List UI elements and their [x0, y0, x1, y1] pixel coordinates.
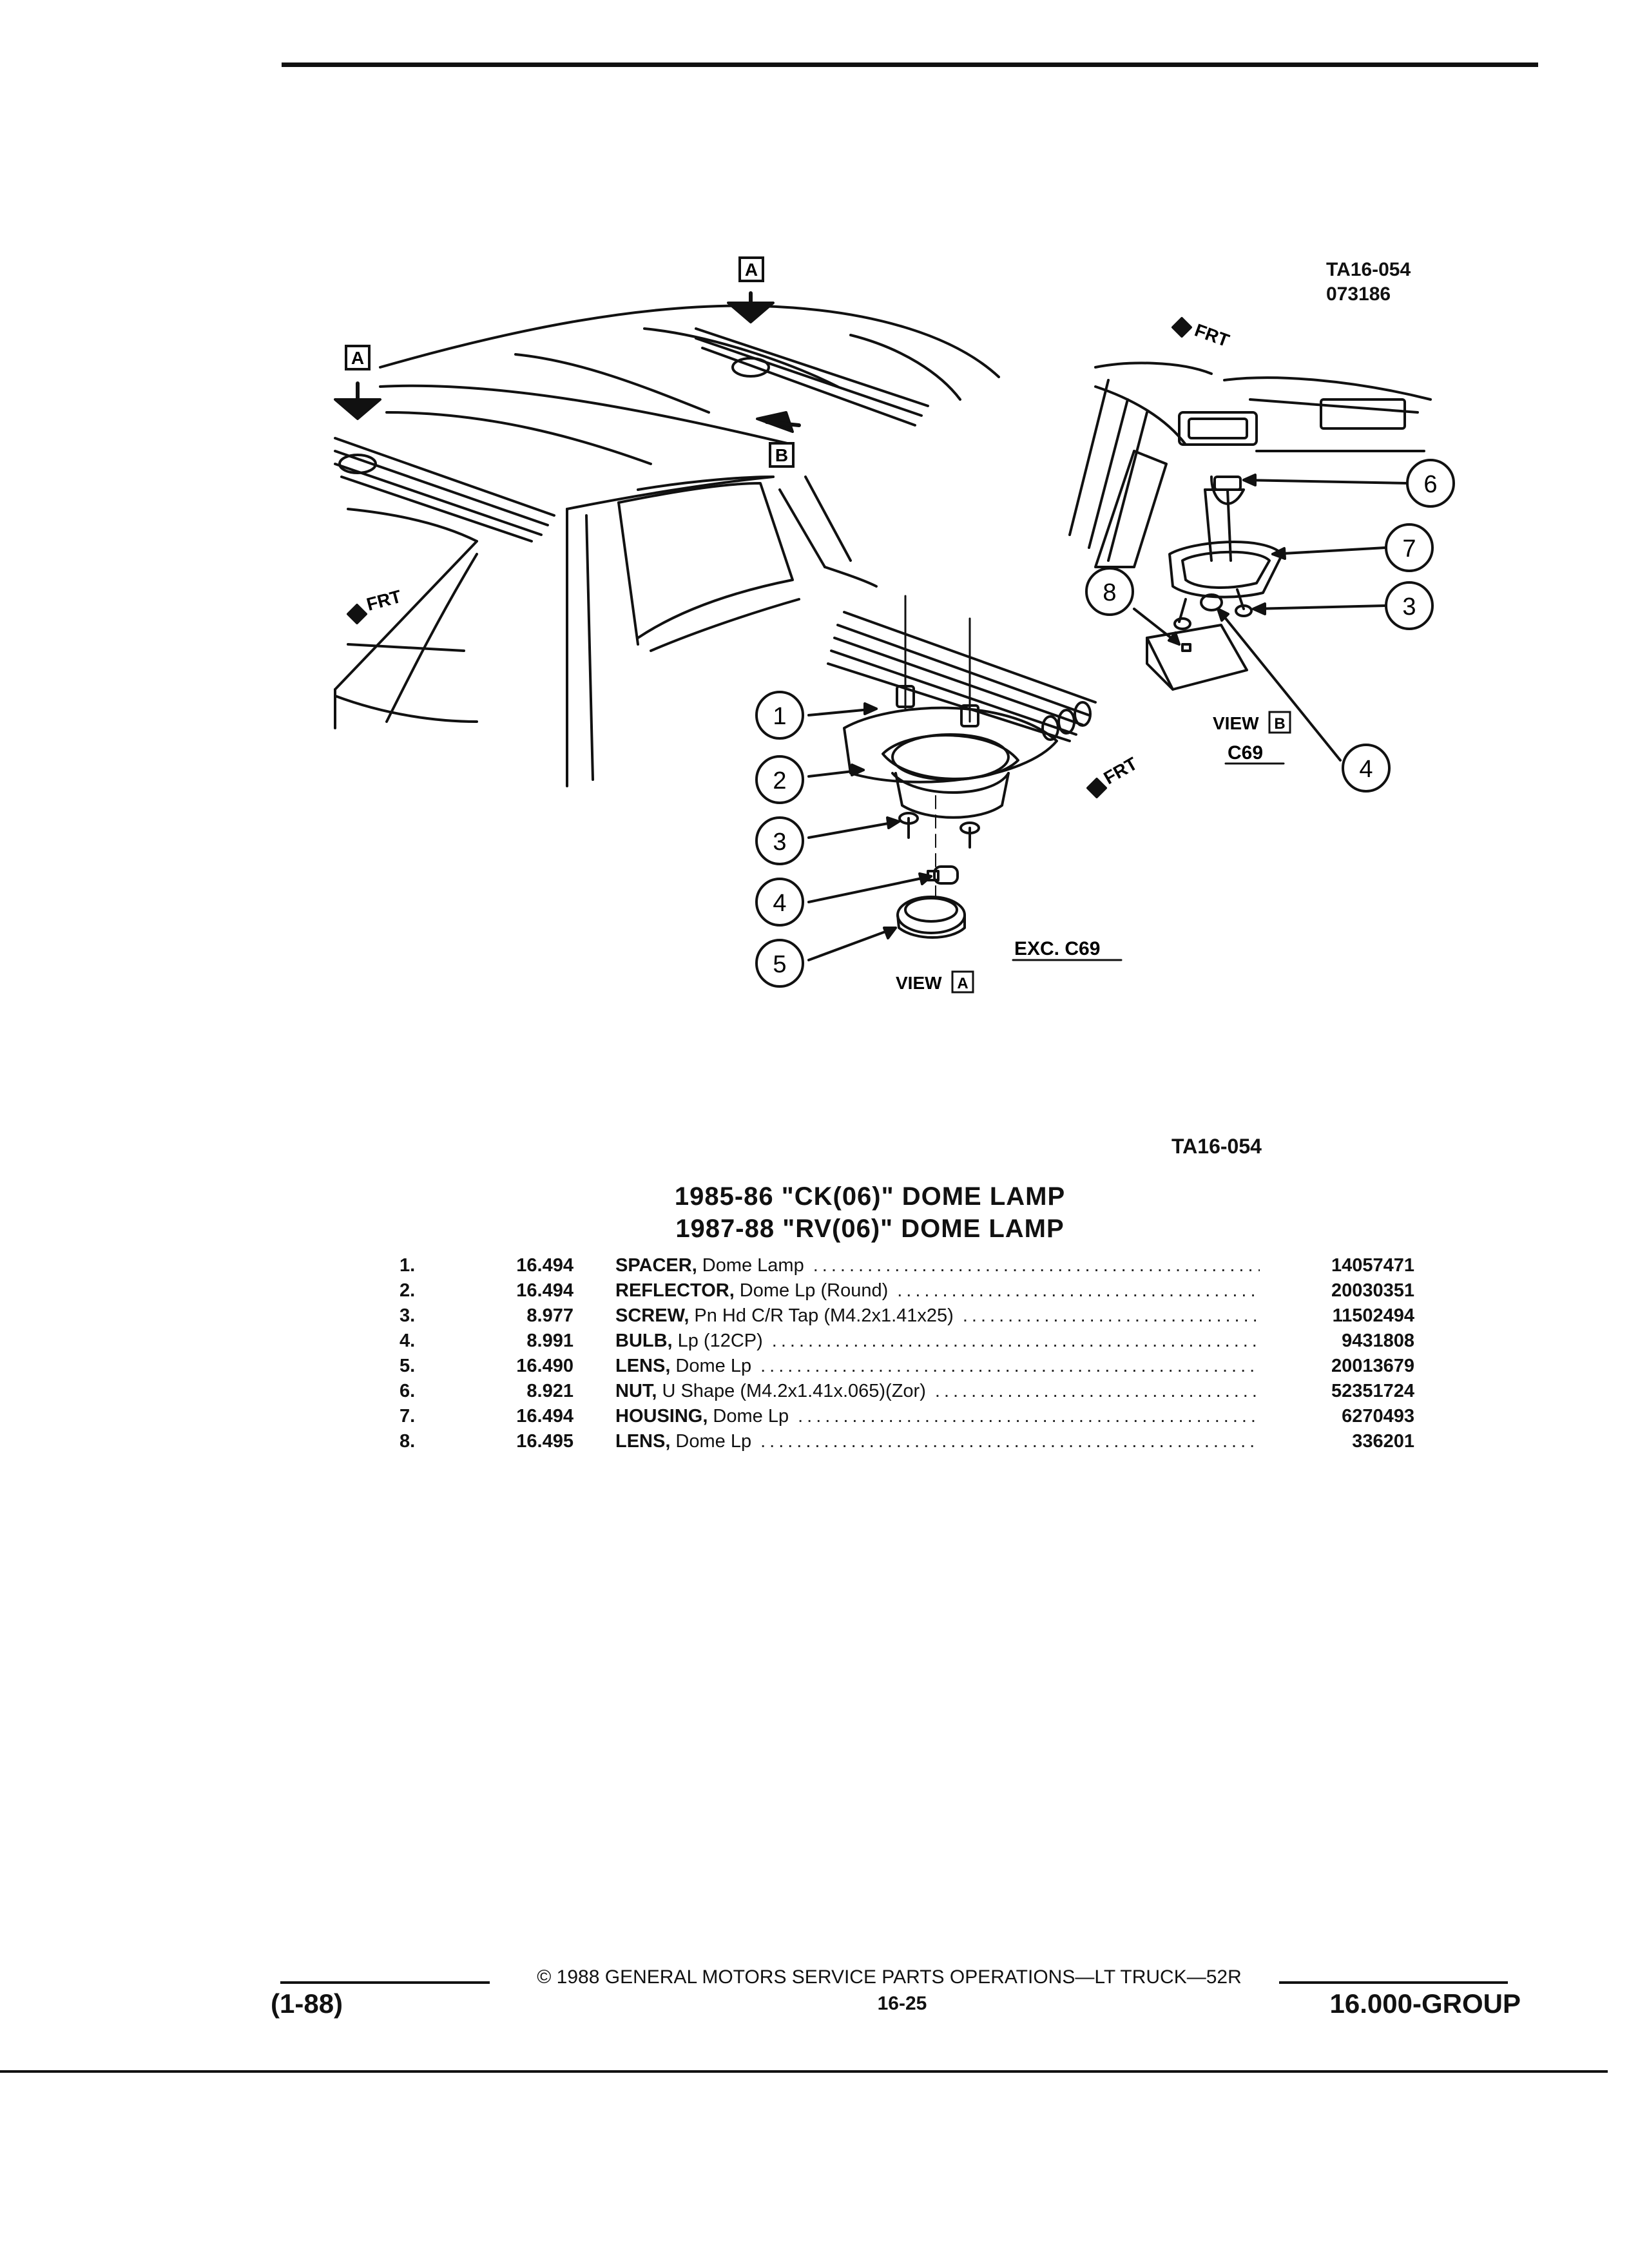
svg-text:4: 4: [773, 890, 786, 917]
svg-text:8: 8: [1103, 579, 1116, 606]
part-number: 3.: [400, 1305, 416, 1326]
title-line-2: 1987-88 "RV(06)" DOME LAMP: [675, 1215, 1065, 1243]
svg-text:1: 1: [773, 703, 786, 730]
part-description: BULB,Lp (12CP)..........................…: [615, 1331, 1260, 1351]
footer-page-number: 16-25: [877, 1993, 927, 2014]
part-description: LENS,Dome Lp............................…: [615, 1431, 1260, 1452]
view-b-label: VIEW B: [1213, 711, 1291, 734]
part-catalog-number: 11502494: [1332, 1305, 1414, 1326]
svg-text:VIEW: VIEW: [1213, 713, 1259, 733]
part-number: 2.: [400, 1280, 416, 1301]
top-rule: [282, 62, 1538, 67]
part-catalog-number: 20013679: [1331, 1356, 1414, 1376]
table-row: 5. 16.490 LENS,Dome Lp..................…: [387, 1352, 1414, 1377]
callout-7: 7: [1385, 523, 1434, 572]
part-catalog-number: 20030351: [1331, 1280, 1414, 1301]
part-catalog-number: 14057471: [1331, 1255, 1414, 1276]
frt-label-view-b: FRT: [1192, 320, 1232, 351]
figure-ref-code: TA16-054: [1326, 259, 1411, 280]
group-number: 8.921: [526, 1381, 574, 1401]
footer-rule-left: [280, 1981, 490, 1984]
table-row: 7. 16.494 HOUSING,Dome Lp...............…: [387, 1402, 1414, 1427]
footer-rule-right: [1279, 1981, 1508, 1984]
svg-text:VIEW: VIEW: [896, 973, 942, 993]
svg-text:3: 3: [1402, 593, 1416, 620]
part-number: 7.: [400, 1406, 416, 1427]
callout-2: 2: [755, 755, 804, 804]
view-a-box-top: A: [738, 256, 764, 282]
callout-1: 1: [755, 691, 804, 740]
group-number: 16.494: [516, 1280, 574, 1301]
part-catalog-number: 6270493: [1342, 1406, 1414, 1427]
part-catalog-number: 9431808: [1342, 1331, 1414, 1351]
table-row: 8. 16.495 LENS,Dome Lp..................…: [387, 1427, 1414, 1452]
view-b-caption: C69: [1228, 742, 1263, 764]
dome-lamp-illustration: A A B FRT FRT FRT 1 2 3 4 5 6 7 3: [334, 256, 1455, 994]
view-b-box: B: [769, 442, 795, 468]
part-catalog-number: 52351724: [1331, 1381, 1414, 1401]
group-number: 16.490: [516, 1356, 574, 1376]
svg-text:B: B: [1274, 715, 1285, 733]
svg-text:A: A: [957, 975, 968, 992]
parts-table: 1. 16.494 SPACER,Dome Lamp..............…: [387, 1251, 1414, 1452]
callout-6: 6: [1406, 459, 1455, 508]
part-description: LENS,Dome Lp............................…: [615, 1356, 1260, 1376]
callout-5: 5: [755, 939, 804, 988]
callout-4: 4: [755, 878, 804, 927]
part-description: REFLECTOR,Dome Lp (Round)...............…: [615, 1280, 1260, 1301]
part-description: HOUSING,Dome Lp.........................…: [615, 1406, 1260, 1427]
view-a-caption: EXC. C69: [1014, 938, 1100, 959]
title-line-1: 1985-86 "CK(06)" DOME LAMP: [674, 1182, 1066, 1211]
section-titles: 1985-86 "CK(06)" DOME LAMP 1987-88 "RV(0…: [580, 1180, 1160, 1245]
table-row: 2. 16.494 REFLECTOR,Dome Lp (Round).....…: [387, 1276, 1414, 1302]
frt-label-truck: FRT: [365, 586, 404, 615]
part-description: SPACER,Dome Lamp........................…: [615, 1255, 1260, 1276]
part-description: SCREW,Pn Hd C/R Tap (M4.2x1.41x25)......…: [615, 1305, 1260, 1326]
group-number: 16.494: [516, 1255, 574, 1276]
callout-3: 3: [755, 816, 804, 865]
group-number: 16.495: [516, 1431, 574, 1452]
svg-text:A: A: [351, 348, 364, 368]
frt-label-view-a: FRT: [1101, 753, 1141, 788]
svg-text:2: 2: [773, 767, 786, 794]
figure-bottom-ref: TA16-054: [1171, 1135, 1262, 1158]
svg-text:B: B: [775, 445, 788, 465]
svg-text:4: 4: [1359, 756, 1373, 783]
svg-text:3: 3: [773, 829, 786, 856]
part-number: 8.: [400, 1431, 416, 1452]
callout-8: 8: [1085, 567, 1134, 616]
footer-copyright: © 1988 GENERAL MOTORS SERVICE PARTS OPER…: [537, 1966, 1242, 1988]
table-row: 1. 16.494 SPACER,Dome Lamp..............…: [387, 1251, 1414, 1276]
callout-4-view-b: 4: [1342, 744, 1391, 793]
svg-text:7: 7: [1402, 535, 1416, 562]
part-number: 5.: [400, 1356, 416, 1376]
svg-text:5: 5: [773, 951, 786, 978]
footer-date-code: (1-88): [271, 1988, 343, 2019]
view-a-box-left: A: [345, 345, 371, 370]
view-a-label: VIEW A: [896, 970, 974, 994]
table-row: 6. 8.921 NUT,U Shape (M4.2x1.41x.065)(Zo…: [387, 1377, 1414, 1402]
svg-text:6: 6: [1423, 471, 1437, 498]
figure-date-code: 073186: [1326, 284, 1391, 305]
part-description: NUT,U Shape (M4.2x1.41x.065)(Zor).......…: [615, 1381, 1260, 1401]
svg-text:A: A: [745, 260, 758, 280]
footer-group: 16.000-GROUP: [1329, 1988, 1521, 2019]
part-number: 6.: [400, 1381, 416, 1401]
bottom-rule: [0, 2070, 1608, 2073]
callout-3-view-b: 3: [1385, 581, 1434, 630]
group-number: 8.991: [526, 1331, 574, 1351]
group-number: 16.494: [516, 1406, 574, 1427]
part-number: 1.: [400, 1255, 416, 1276]
table-row: 4. 8.991 BULB,Lp (12CP).................…: [387, 1327, 1414, 1352]
part-number: 4.: [400, 1331, 416, 1351]
table-row: 3. 8.977 SCREW,Pn Hd C/R Tap (M4.2x1.41x…: [387, 1302, 1414, 1327]
group-number: 8.977: [526, 1305, 574, 1326]
part-catalog-number: 336201: [1352, 1431, 1414, 1452]
